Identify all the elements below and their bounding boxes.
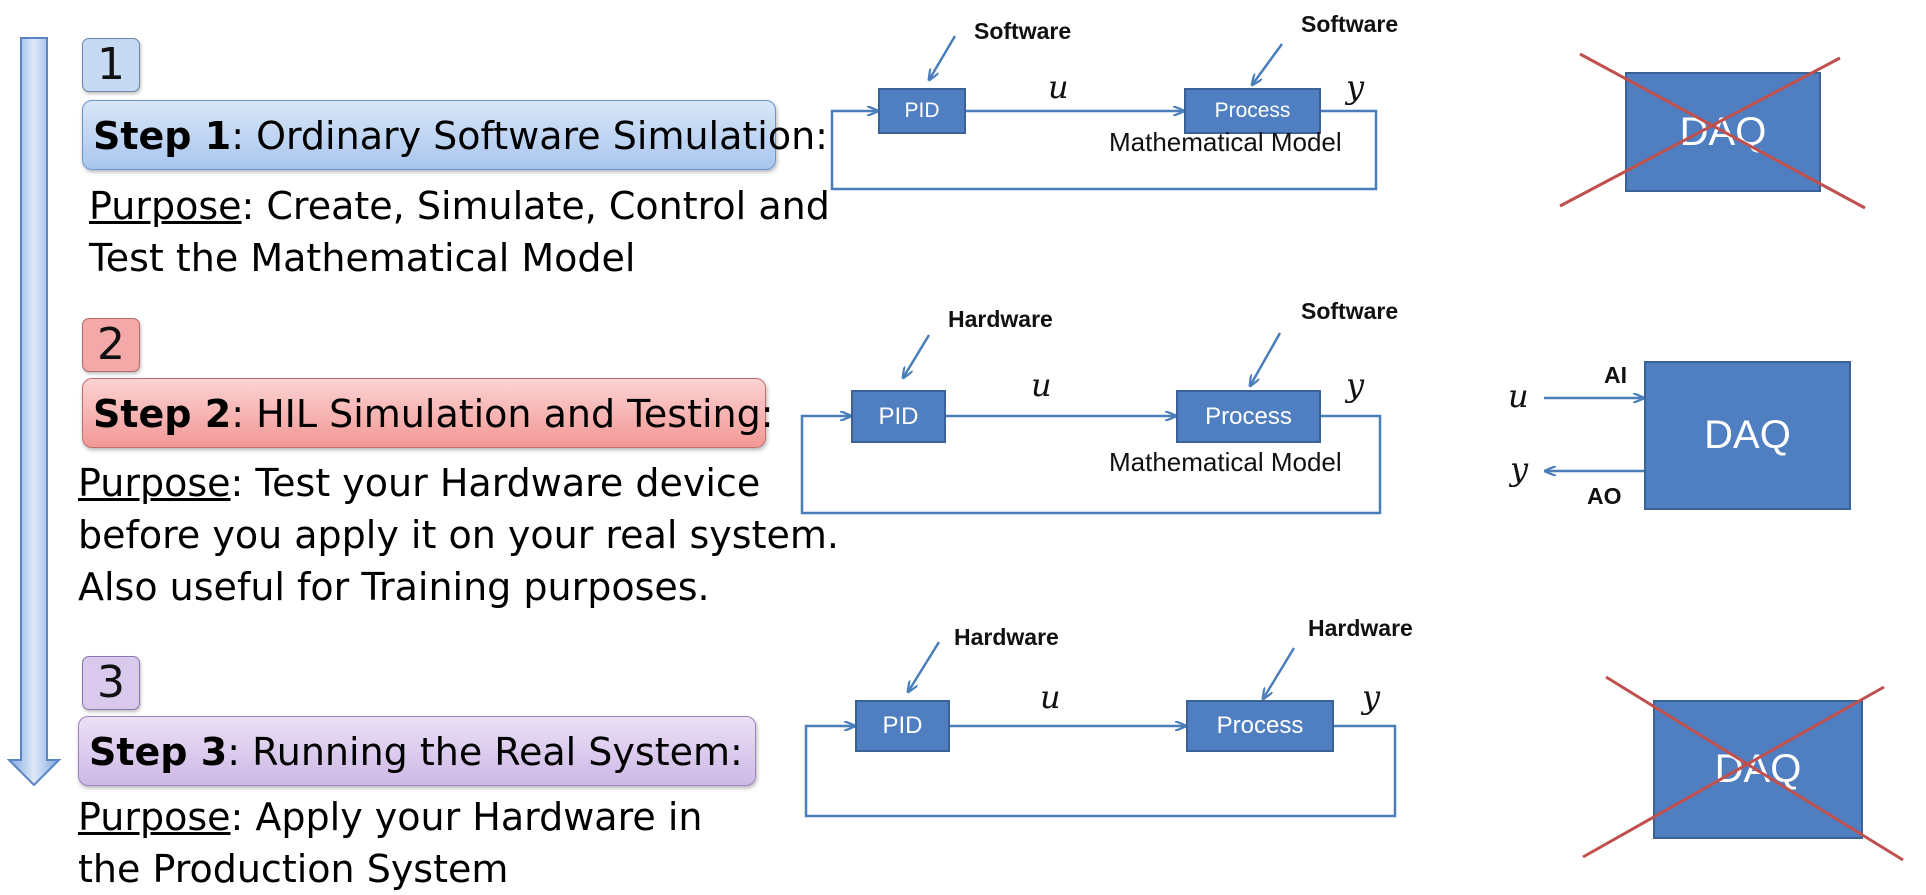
purpose-line3-2: Also useful for Training purposes. <box>78 565 710 609</box>
pid-annotation-3: Hardware <box>954 624 1059 650</box>
process-block-2: Process <box>1176 390 1321 443</box>
daq-u-label: u <box>1508 377 1529 415</box>
purpose-line2-2: before you apply it on your real system. <box>78 513 839 557</box>
daq-block-2: DAQ <box>1644 361 1851 510</box>
process-annotation-2: Software <box>1301 298 1399 324</box>
purpose-text-1: Purpose: Create, Simulate, Control and T… <box>89 180 830 284</box>
pid-block-3: PID <box>855 700 950 752</box>
purpose-line1-3: : Apply your Hardware in <box>230 795 703 839</box>
step-title-3: Step 3: Running the Real System: <box>78 716 756 786</box>
step-title-bold-1: Step 1 <box>93 114 232 158</box>
down-arrow-icon <box>6 37 62 787</box>
process-annotation-1: Software <box>1301 11 1399 37</box>
step-title-rest-1: : Ordinary Software Simulation: <box>231 114 828 158</box>
daq-input-label: AI <box>1604 362 1627 388</box>
process-block-3: Process <box>1186 700 1334 752</box>
step-title-rest-2: : HIL Simulation and Testing: <box>231 392 774 436</box>
step-number-badge-1: 1 <box>82 38 140 92</box>
x-cross-icon <box>1559 52 1866 210</box>
loop-wires-step3 <box>804 641 1397 818</box>
y-label-3: y <box>1362 678 1381 716</box>
y-label-2: y <box>1346 366 1365 404</box>
step-title-bold-2: Step 2 <box>93 392 232 436</box>
step-title-2: Step 2: HIL Simulation and Testing: <box>82 378 774 448</box>
process-block-1: Process <box>1184 88 1321 134</box>
pid-annotation-2: Hardware <box>948 306 1053 332</box>
pid-block-2: PID <box>851 390 946 443</box>
purpose-line1-1: : Create, Simulate, Control and <box>241 184 830 228</box>
purpose-line1-2: : Test your Hardware device <box>230 461 761 505</box>
pid-annotation-1: Software <box>974 18 1072 44</box>
pid-block-1: PID <box>878 88 966 134</box>
loop-wires-step1 <box>830 35 1378 191</box>
purpose-label-3: Purpose <box>78 795 231 839</box>
daq-y-label: y <box>1510 450 1529 488</box>
y-label-1: y <box>1346 68 1365 106</box>
x-cross-icon <box>1582 675 1904 862</box>
daq-output-label: AO <box>1587 483 1622 509</box>
purpose-label-1: Purpose <box>89 184 242 228</box>
purpose-line2-3: the Production System <box>78 847 509 891</box>
model-label-2: Mathematical Model <box>1109 447 1342 477</box>
purpose-line2-1: Test the Mathematical Model <box>89 236 636 280</box>
step-title-rest-3: : Running the Real System: <box>227 730 743 774</box>
purpose-text-3: Purpose: Apply your Hardware in the Prod… <box>78 791 702 895</box>
process-annotation-3: Hardware <box>1308 615 1413 641</box>
step-title-1: Step 1: Ordinary Software Simulation: <box>82 100 828 170</box>
purpose-label-2: Purpose <box>78 461 231 505</box>
loop-wires-step2 <box>800 332 1644 515</box>
step-title-bold-3: Step 3 <box>89 730 228 774</box>
u-label-2: u <box>1031 366 1052 404</box>
u-label-3: u <box>1040 678 1061 716</box>
purpose-text-2: Purpose: Test your Hardware device befor… <box>78 457 839 613</box>
u-label-1: u <box>1048 68 1069 106</box>
step-number-badge-2: 2 <box>82 318 140 372</box>
step-number-badge-3: 3 <box>82 656 140 710</box>
model-label-1: Mathematical Model <box>1109 127 1342 157</box>
